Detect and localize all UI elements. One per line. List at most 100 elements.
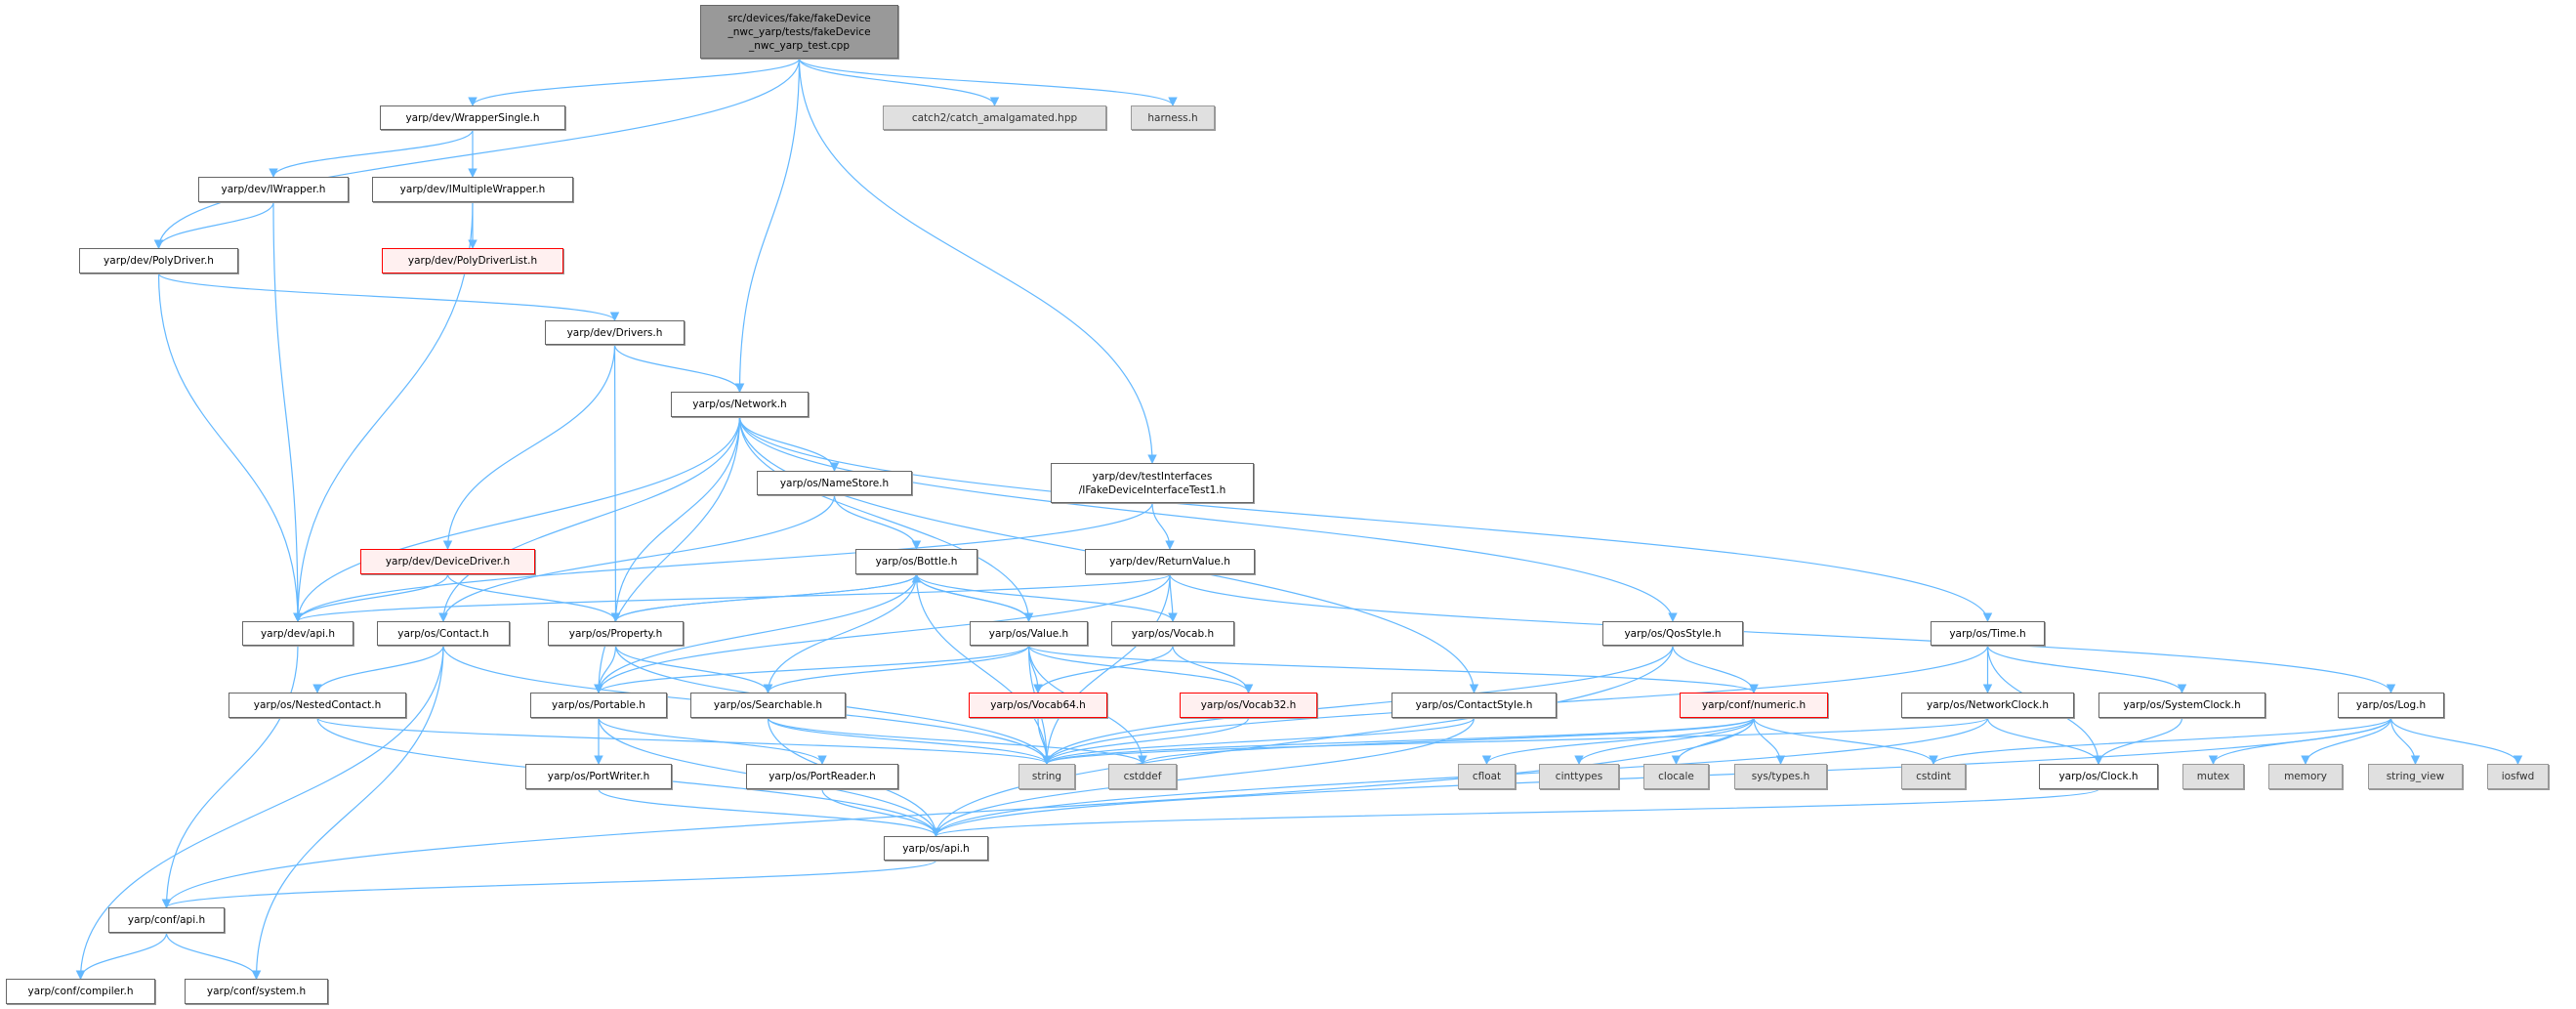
- node-clock[interactable]: yarp/os/Clock.h: [2039, 764, 2158, 789]
- node-portwriter[interactable]: yarp/os/PortWriter.h: [525, 764, 672, 789]
- edge-returnvalue-to-vocab: [1168, 573, 1178, 622]
- node-vocab64[interactable]: yarp/os/Vocab64.h: [969, 693, 1107, 718]
- edge-polydriver-to-drivers: [157, 273, 620, 321]
- node-compiler[interactable]: yarp/conf/compiler.h: [6, 979, 155, 1004]
- edge-value-to-portable: [594, 645, 1030, 694]
- node-string_view[interactable]: string_view: [2368, 764, 2463, 789]
- edge-contact-to-system: [251, 645, 444, 980]
- node-portable[interactable]: yarp/os/Portable.h: [530, 693, 667, 718]
- node-confapi[interactable]: yarp/conf/api.h: [108, 907, 225, 933]
- edge-searchable-to-string: [767, 717, 1052, 765]
- node-testinterfaces[interactable]: yarp/dev/testInterfaces /IFakeDeviceInte…: [1051, 463, 1254, 503]
- edge-root-to-harness: [798, 58, 1178, 106]
- node-cinttypes[interactable]: cinttypes: [1539, 764, 1619, 789]
- edge-root-to-polydriver: [153, 58, 801, 249]
- edge-numeric-to-cfloat: [1481, 717, 1755, 765]
- edge-network-to-value: [738, 416, 1034, 622]
- edge-devicedriver-to-devapi: [293, 573, 449, 622]
- node-bottle[interactable]: yarp/os/Bottle.h: [855, 549, 977, 574]
- node-system[interactable]: yarp/conf/system.h: [185, 979, 328, 1004]
- edge-log-to-string_view: [2389, 717, 2421, 765]
- node-wrappersingle[interactable]: yarp/dev/WrapperSingle.h: [380, 105, 565, 130]
- edge-devicedriver-to-property: [446, 573, 621, 622]
- edge-bottle-to-string: [915, 573, 1052, 765]
- node-catch2[interactable]: catch2/catch_amalgamated.hpp: [883, 105, 1106, 130]
- edge-drivers-to-devicedriver: [442, 344, 616, 550]
- node-imultiplewrapper[interactable]: yarp/dev/IMultipleWrapper.h: [372, 177, 573, 202]
- node-devicedriver[interactable]: yarp/dev/DeviceDriver.h: [360, 549, 535, 574]
- node-harness[interactable]: harness.h: [1131, 105, 1215, 130]
- edge-numeric-to-clocale: [1671, 717, 1755, 765]
- node-property[interactable]: yarp/os/Property.h: [548, 621, 684, 646]
- edge-root-to-testinterfaces: [798, 58, 1157, 464]
- edge-time-to-systemclock: [1986, 645, 2187, 694]
- node-systypes[interactable]: sys/types.h: [1734, 764, 1827, 789]
- node-devapi[interactable]: yarp/dev/api.h: [242, 621, 353, 646]
- edge-contact-to-nestedcontact: [312, 645, 444, 694]
- node-root[interactable]: src/devices/fake/fakeDevice _nwc_yarp/te…: [700, 5, 898, 59]
- edge-networkclock-to-string: [1042, 717, 1989, 765]
- edge-returnvalue-to-devapi: [293, 573, 1171, 622]
- edge-nestedcontact-to-string: [316, 717, 1052, 765]
- node-clocale[interactable]: clocale: [1643, 764, 1709, 789]
- node-systemclock[interactable]: yarp/os/SystemClock.h: [2098, 693, 2265, 718]
- edge-contactstyle-to-osapi: [931, 717, 1475, 837]
- node-cfloat[interactable]: cfloat: [1458, 764, 1516, 789]
- edge-vocab-to-vocab32: [1172, 645, 1254, 694]
- node-polydriver[interactable]: yarp/dev/PolyDriver.h: [79, 248, 238, 273]
- edge-numeric-to-cstdint: [1753, 717, 1938, 765]
- node-iosfwd[interactable]: iosfwd: [2487, 764, 2549, 789]
- node-vocab32[interactable]: yarp/os/Vocab32.h: [1180, 693, 1317, 718]
- edge-networkclock-to-clock: [1986, 717, 2103, 765]
- node-nestedcontact[interactable]: yarp/os/NestedContact.h: [229, 693, 406, 718]
- edge-value-to-numeric: [1027, 645, 1759, 694]
- node-cstddef[interactable]: cstddef: [1108, 764, 1177, 789]
- edge-drivers-to-property: [610, 344, 621, 622]
- node-polydriverlist[interactable]: yarp/dev/PolyDriverList.h: [382, 248, 563, 273]
- node-iwrapper[interactable]: yarp/dev/IWrapper.h: [198, 177, 349, 202]
- edge-vocab-to-vocab64: [1033, 645, 1174, 694]
- edge-property-to-bottle: [614, 573, 922, 622]
- node-vocab[interactable]: yarp/os/Vocab.h: [1111, 621, 1234, 646]
- edge-confapi-to-compiler: [75, 932, 168, 980]
- node-contactstyle[interactable]: yarp/os/ContactStyle.h: [1392, 693, 1557, 718]
- edge-portwriter-to-osapi: [598, 788, 941, 837]
- edge-network-to-namestore: [738, 416, 840, 472]
- node-cstdint[interactable]: cstdint: [1901, 764, 1966, 789]
- node-value[interactable]: yarp/os/Value.h: [970, 621, 1088, 646]
- edge-root-to-network: [734, 58, 801, 393]
- node-returnvalue[interactable]: yarp/dev/ReturnValue.h: [1085, 549, 1255, 574]
- edge-root-to-catch2: [798, 58, 1000, 106]
- node-mutex[interactable]: mutex: [2182, 764, 2244, 789]
- edge-polydriver-to-devapi: [157, 273, 303, 622]
- edge-numeric-to-cstddef: [1138, 717, 1755, 765]
- node-searchable[interactable]: yarp/os/Searchable.h: [690, 693, 846, 718]
- edge-namestore-to-contact: [438, 494, 836, 622]
- node-qosstyle[interactable]: yarp/os/QosStyle.h: [1602, 621, 1743, 646]
- edge-testinterfaces-to-devapi: [293, 502, 1153, 622]
- node-network[interactable]: yarp/os/Network.h: [671, 392, 809, 417]
- node-networkclock[interactable]: yarp/os/NetworkClock.h: [1901, 693, 2074, 718]
- node-log[interactable]: yarp/os/Log.h: [2338, 693, 2444, 718]
- node-string[interactable]: string: [1018, 764, 1075, 789]
- edge-log-to-memory: [2301, 717, 2392, 765]
- node-time[interactable]: yarp/os/Time.h: [1931, 621, 2045, 646]
- edge-network-to-qosstyle: [738, 416, 1678, 622]
- edge-wrappersingle-to-iwrapper: [269, 129, 474, 178]
- edge-testinterfaces-to-returnvalue: [1151, 502, 1175, 550]
- node-drivers[interactable]: yarp/dev/Drivers.h: [545, 320, 685, 345]
- node-numeric[interactable]: yarp/conf/numeric.h: [1680, 693, 1828, 718]
- edge-bottle-to-portable: [594, 573, 918, 694]
- node-namestore[interactable]: yarp/os/NameStore.h: [757, 471, 912, 495]
- edge-network-to-time: [738, 416, 1993, 622]
- edge-property-to-searchable: [614, 645, 773, 694]
- edge-portable-to-portreader: [598, 717, 827, 765]
- node-portreader[interactable]: yarp/os/PortReader.h: [746, 764, 898, 789]
- edge-iwrapper-to-polydriver: [153, 201, 274, 249]
- edge-root-to-wrappersingle: [468, 58, 801, 106]
- node-memory[interactable]: memory: [2268, 764, 2343, 789]
- edge-log-to-iosfwd: [2389, 717, 2523, 765]
- node-osapi[interactable]: yarp/os/api.h: [884, 836, 988, 861]
- node-contact[interactable]: yarp/os/Contact.h: [377, 621, 510, 646]
